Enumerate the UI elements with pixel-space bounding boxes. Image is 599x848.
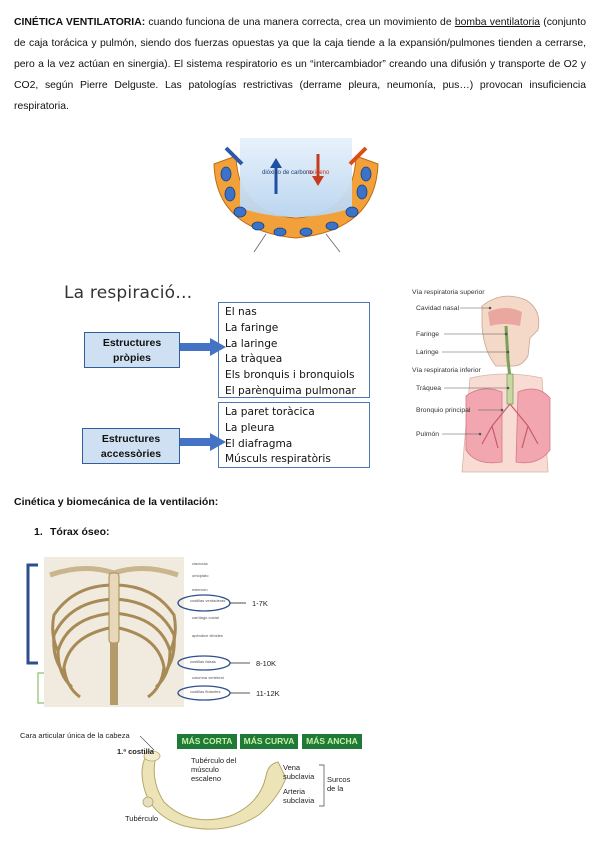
co2-arrowhead-icon bbox=[270, 158, 282, 168]
section-item: Tórax óseo: bbox=[50, 526, 110, 538]
pharynx-label: Faringe bbox=[416, 331, 439, 338]
tag-wider: MÁS ANCHA bbox=[302, 734, 362, 749]
list-item: La tràquea bbox=[225, 353, 283, 366]
label-true-ribs: costillas verdaderas bbox=[190, 598, 225, 603]
annot-true-ribs: 1-7K bbox=[252, 599, 268, 608]
label-scapula: omóplato bbox=[192, 573, 209, 578]
own-arrow-icon bbox=[180, 338, 226, 356]
label-xiphoid: apéndice xifoides bbox=[192, 633, 223, 638]
accessory-structures-box: Estructures accessòries bbox=[82, 428, 180, 464]
bronchus-label: Bronquio principal bbox=[416, 407, 471, 414]
intro-text-2: (conjunto de caja torácica y pulmón, sie… bbox=[14, 17, 586, 112]
tag-shorter: MÁS CORTA bbox=[177, 734, 237, 749]
label-tubercle: Tubérculo bbox=[125, 814, 159, 823]
intro-underlined: bomba ventilatoria bbox=[454, 17, 541, 28]
intro-paragraph: CINÉTICA VENTILATORIA: cuando funciona d… bbox=[14, 12, 586, 117]
label-false-ribs: costillas falsas bbox=[190, 659, 216, 664]
left-arrow-icon bbox=[224, 146, 244, 166]
list-item: El parènquima pulmonar bbox=[225, 384, 356, 397]
o2-arrowhead-icon bbox=[312, 176, 324, 186]
accessory-arrow-icon bbox=[180, 433, 226, 451]
list-item: Els bronquis i bronquiols bbox=[225, 369, 355, 382]
intro-text-1: cuando funciona de una manera correcta, … bbox=[145, 17, 455, 28]
intro-lead: CINÉTICA VENTILATORIA: bbox=[14, 17, 146, 28]
label-grooves: Surcos de la bbox=[327, 775, 351, 793]
own-structures-list: El nas La faringe La laringe La tràquea … bbox=[218, 302, 370, 398]
section-item-number: 1. bbox=[34, 526, 43, 538]
label-first-rib: 1.ª costilla bbox=[117, 747, 154, 756]
airway-figure: Vía respiratoria superior Cavidad nasal … bbox=[412, 289, 551, 473]
respiracio-title: La respiració… bbox=[64, 283, 193, 303]
label-floating-ribs: costillas flotantes bbox=[190, 689, 220, 694]
true-ribs-bracket bbox=[26, 563, 38, 665]
label-costal-cartilage: cartílago costal bbox=[192, 615, 219, 620]
larynx-label: Laringe bbox=[416, 349, 439, 356]
label-scalene-tubercle: Tubérculo del músculo escaleno bbox=[191, 756, 237, 783]
label-subclavian-artery: Arteria subclavia bbox=[283, 787, 315, 805]
list-item: La faringe bbox=[225, 321, 279, 334]
red-cells bbox=[220, 166, 372, 237]
accessory-structures-label: Estructures accessòries bbox=[100, 433, 162, 460]
accessory-structures-list: La paret toràcica La pleura El diafragma… bbox=[218, 402, 370, 468]
nasal-label: Cavidad nasal bbox=[416, 305, 460, 312]
own-structures-label: Estructures pròpies bbox=[102, 337, 162, 364]
false-ribs-bracket bbox=[37, 672, 44, 704]
co2-label: dióxido de carbono bbox=[262, 170, 313, 176]
ribcage-figure: 1-7K 8-10K 11-12K clavícula omóplato est… bbox=[26, 557, 280, 707]
label-sternum: esternón bbox=[192, 587, 208, 592]
label-spine: columna vertebral bbox=[192, 675, 224, 680]
trachea-label: Tráquea bbox=[416, 385, 441, 392]
annot-floating-ribs: 11-12K bbox=[256, 689, 280, 698]
list-item: Músculs respiratòris bbox=[225, 453, 331, 466]
list-item: La paret toràcica bbox=[225, 406, 315, 418]
o2-label: oxígeno bbox=[308, 170, 330, 176]
label-head: Cara articular única de la cabeza bbox=[20, 731, 130, 740]
list-item: El nas bbox=[225, 306, 257, 318]
right-arrow-icon bbox=[348, 146, 368, 166]
list-item: La laringe bbox=[225, 337, 278, 350]
label-subclavian-vein: Vena subclavia bbox=[283, 763, 315, 781]
section-heading: Cinética y biomecánica de la ventilación… bbox=[14, 496, 219, 508]
own-structures-box: Estructures pròpies bbox=[84, 332, 180, 368]
annot-false-ribs: 8-10K bbox=[256, 659, 276, 668]
alveolus-figure: dióxido de carbono oxígeno bbox=[213, 138, 379, 253]
first-rib-figure bbox=[141, 750, 287, 830]
list-item: El diafragma bbox=[225, 437, 293, 450]
upper-airway-label: Vía respiratoria superior bbox=[412, 289, 485, 296]
label-clavicle: clavícula bbox=[192, 561, 208, 566]
lower-airway-label: Vía respiratoria inferior bbox=[412, 367, 481, 374]
tag-more-curved: MÁS CURVA bbox=[240, 734, 298, 749]
list-item: La pleura bbox=[225, 421, 275, 434]
lung-label: Pulmón bbox=[416, 431, 439, 438]
